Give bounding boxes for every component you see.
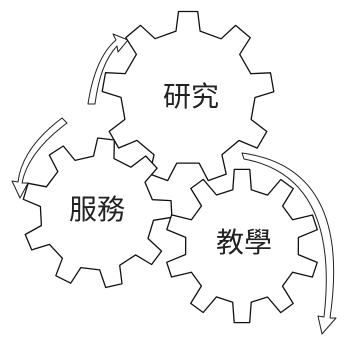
arrow-service-to-research xyxy=(87,33,129,105)
gear-label-research: 研究 xyxy=(163,80,219,113)
gear-research xyxy=(101,10,275,182)
gear-label-service: 服務 xyxy=(69,193,125,226)
arrow-research-to-service xyxy=(11,117,68,199)
arrow-research-to-teaching xyxy=(241,152,337,335)
gear-label-teaching: 教學 xyxy=(216,226,272,259)
gear-service xyxy=(22,137,173,289)
gear-teaching xyxy=(166,168,318,324)
